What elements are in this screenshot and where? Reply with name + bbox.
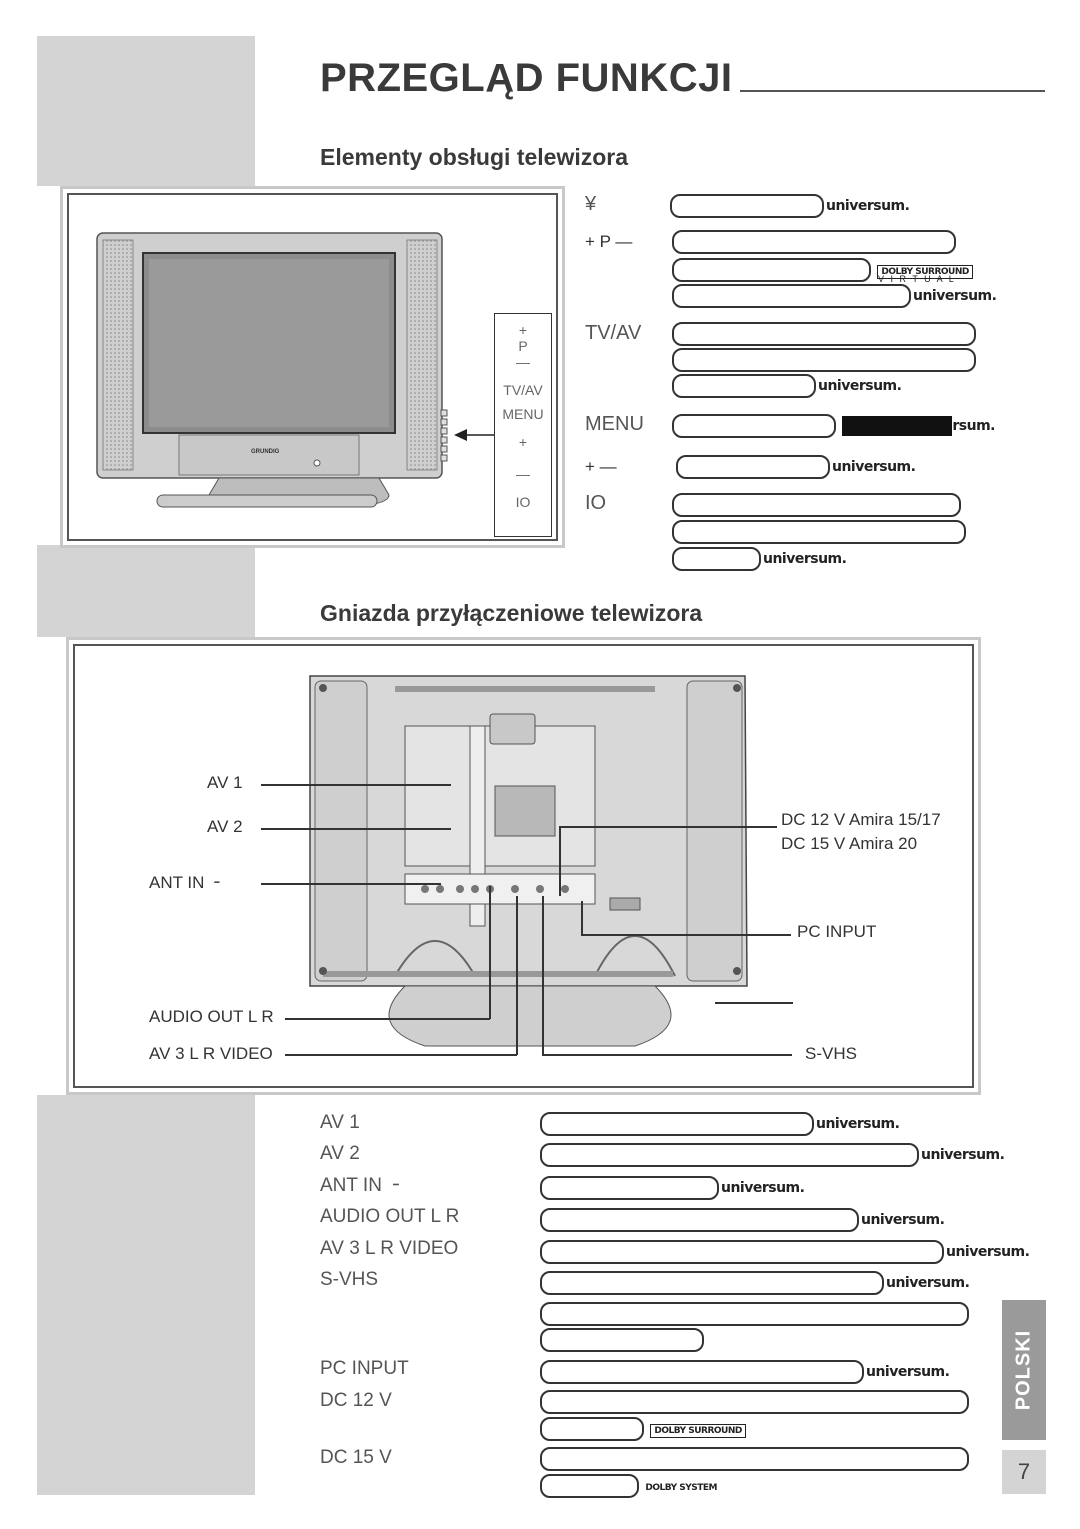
tv-front-illustration: GRUNDIG [96,232,494,508]
pcinput-leader-v [581,901,583,935]
audioout-leader [285,1018,490,1020]
panel-io-label: IO [515,494,531,510]
dolby-surround-note: DOLBY SURROUND [650,1424,746,1438]
row-power-desc: universum. [670,194,910,218]
row-volume-desc: universum. [676,455,916,479]
list-desc-dc15-2: DOLBY SYSTEM [540,1474,717,1498]
row-program-desc-1 [672,230,958,254]
panel-menu-label: MENU [502,406,544,422]
sockets-heading: Gniazda przyłączeniowe telewizora [320,600,703,626]
panel-minus2-label: — [516,466,530,482]
row-volume-key: + — [585,457,617,476]
row-tvav-key: TV/AV [585,322,642,344]
list-desc-power-1 [540,1302,971,1326]
list-desc-power-2 [540,1328,706,1352]
row-io-desc-2 [672,520,968,544]
row-tvav-desc-3: universum. [672,374,902,398]
list-desc-svhs: universum. [540,1271,970,1295]
svhs-leader-v [542,896,544,1055]
audioout-leader-v [489,886,491,1019]
list-desc-dc12-2: DOLBY SURROUND [540,1417,746,1441]
list-label-av2: AV 2 [320,1143,360,1164]
row-program-desc-3: universum. [672,284,997,308]
label-antin: ANT IN ╶ [149,873,220,892]
tv-back-inner: AV 1 AV 2 ANT IN ╶ AUDIO OUT L R AV 3 L … [73,644,974,1088]
row-io-desc-1 [672,493,963,517]
list-label-audioout: AUDIO OUT L R [320,1206,460,1227]
sidebar-block-middle [37,545,255,637]
row-program-desc-2: DOLBY SURROUND [672,258,973,282]
page-title: PRZEGLĄD FUNKCJI [320,56,733,100]
list-desc-dc15-1 [540,1447,971,1471]
row-power-key: ¥ [585,193,597,215]
virtual-label: V I R T U A L [878,274,956,284]
row-tvav-desc-1 [672,322,978,346]
list-label-svhs: S-VHS [320,1269,379,1290]
label-av2: AV 2 [207,817,243,836]
label-av1: AV 1 [207,773,243,792]
page-number-box: 7 [1002,1450,1046,1494]
title-rule [740,90,1045,92]
language-tab-label: POLSKI [1012,1329,1035,1411]
row-program-key: + P — [585,232,633,251]
list-desc-antin: universum. [540,1176,805,1200]
list-label-dc12: DC 12 V [320,1390,392,1411]
list-desc-av2: universum. [540,1143,1005,1167]
label-audioout: AUDIO OUT L R [149,1007,274,1026]
list-desc-av3: universum. [540,1240,1030,1264]
svhs-leader [542,1054,792,1056]
list-label-av1: AV 1 [320,1112,360,1133]
panel-p-label: P [518,338,528,354]
antin-leader [261,883,441,885]
tv-front-inner: GRUNDIG + P — TV/AV MENU + — IO [67,193,558,541]
list-desc-av1: universum. [540,1112,900,1136]
av3-leader-v [516,896,518,1055]
controls-heading: Elementy obsługi telewizora [320,144,629,170]
dolby-system-note: DOLBY SYSTEM [645,1483,717,1493]
sidebar-block-bottom [37,1095,255,1495]
list-label-av3: AV 3 L R VIDEO [320,1238,459,1259]
label-svhs: S-VHS [805,1044,857,1063]
page-number: 7 [1017,1459,1031,1484]
language-tab: POLSKI [1002,1300,1046,1440]
label-pcinput: PC INPUT [797,922,877,941]
tv-front-frame: GRUNDIG + P — TV/AV MENU + — IO [60,186,565,548]
av3-leader [285,1054,517,1056]
panel-plus2-label: + [518,434,528,450]
list-desc-pcinput: universum. [540,1360,950,1384]
row-io-desc-3: universum. [672,547,847,571]
row-menu-key: MENU [585,413,644,435]
row-menu-desc: rsum. [672,414,995,438]
list-label-antin: ANT IN ╶ [320,1175,399,1196]
av1-leader [261,784,451,786]
label-av3: AV 3 L R VIDEO [149,1044,273,1063]
av2-leader [261,828,451,830]
tv-brand-logo: GRUNDIG [251,449,280,455]
tv-back-illustration [309,675,748,1047]
label-dc-amira-20: DC 15 V Amira 20 [781,834,918,853]
panel-plus-label: + [518,322,528,338]
sidebar-block-top [37,36,255,186]
power-leader [715,1002,793,1004]
list-desc-dc12-1 [540,1390,971,1414]
row-tvav-desc-2 [672,348,978,372]
list-label-pcinput: PC INPUT [320,1358,409,1379]
pcinput-leader [581,934,791,936]
tv-back-frame: AV 1 AV 2 ANT IN ╶ AUDIO OUT L R AV 3 L … [66,637,981,1095]
list-desc-audioout: universum. [540,1208,945,1232]
panel-minus-label: — [516,354,530,370]
dolby-surround-badge: DOLBY SURROUND [877,265,973,279]
dc-leader-v [559,826,561,896]
control-panel: + P — TV/AV MENU + — IO [494,313,552,537]
list-label-dc15: DC 15 V [320,1447,392,1468]
panel-tvav-label: TV/AV [503,382,543,398]
row-io-key: IO [585,492,607,514]
label-dc-amira-15-17: DC 12 V Amira 15/17 [781,810,941,829]
dc-leader [559,826,777,828]
